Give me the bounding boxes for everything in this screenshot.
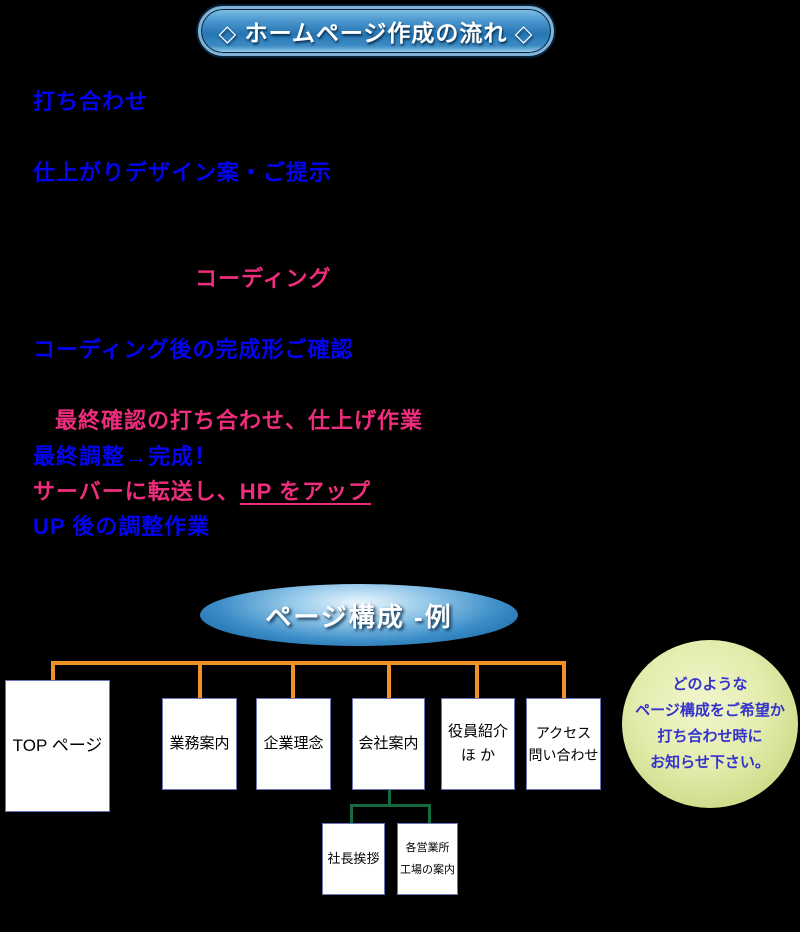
sitemap-box-label-line1: アクセス [535,725,592,741]
sitemap-box-label-line2: 問い合わせ [528,747,599,763]
connector-green-horizontal [350,804,431,807]
flow-step-final-adjust: 最終調整→完成！ [33,444,218,469]
hp-upload-link[interactable]: HP をアップ [239,479,372,504]
sitemap-box-label: 業務案内 [169,735,230,752]
note-line: 打ち合わせ時に [657,728,763,745]
connector-green-drop-right [428,804,431,823]
section-banner-label: ページ構成 -例 [265,601,453,632]
note-line: ページ構成をご希望か [635,702,785,719]
sitemap-box-label: TOP ページ [12,736,103,755]
flow-step-final-meeting: 最終確認の打ち合わせ、仕上げ作業 [55,408,424,433]
connector-orange-drop-top [51,661,55,680]
sitemap-box-label-line2: ほ か [460,747,496,764]
sitemap-box-philosophy: 企業理念 [256,698,331,790]
flow-step-coding: コーディング [195,266,332,291]
connector-orange-drop-1 [198,661,202,698]
connector-orange-drop-3 [387,661,391,698]
section-banner-page-structure: ページ構成 -例 [200,584,518,646]
sitemap-box-company: 会社案内 [352,698,425,790]
sitemap-box-officers: 役員紹介 ほ か [441,698,515,790]
connector-orange-drop-5 [562,661,566,698]
connector-green-stem [388,790,391,806]
sitemap-box-top-page: TOP ページ [5,680,110,812]
connector-orange-drop-4 [475,661,479,698]
sitemap-box-services: 業務案内 [162,698,237,790]
sitemap-box-label: 企業理念 [263,735,324,752]
page-title-banner: ◇ ホームページ作成の流れ ◇ [198,6,554,56]
flow-step-after-up: UP 後の調整作業 [33,514,211,539]
sitemap-box-label-line1: 各営業所 [405,842,450,854]
flow-step-meeting: 打ち合わせ [33,89,149,114]
sitemap-box-label: 会社案内 [358,735,419,752]
sitemap-box-label-line2: 工場の案内 [400,864,455,876]
upload-text: サーバーに転送し、 [33,479,240,504]
sitemap-box-access-contact: アクセス 問い合わせ [526,698,601,790]
sitemap-box-label: 社長挨拶 [327,851,380,866]
note-line: どのような [672,676,748,693]
note-line: お知らせ下さい。 [650,754,770,771]
connector-orange-drop-2 [291,661,295,698]
sitemap-box-label-line1: 役員紹介 [447,723,508,740]
sitemap-box-president-greeting: 社長挨拶 [322,823,385,895]
note-bubble: どのような ページ構成をご希望か 打ち合わせ時に お知らせ下さい。 [622,640,798,808]
sitemap-box-offices-factories: 各営業所 工場の案内 [397,823,458,895]
flow-step-design-proposal: 仕上がりデザイン案・ご提示 [33,160,333,185]
flow-step-coding-check: コーディング後の完成形ご確認 [33,337,354,362]
connector-green-drop-left [350,804,353,823]
flow-step-upload: サーバーに転送し、HP をアップ [33,474,371,506]
page-title: ◇ ホームページ作成の流れ ◇ [218,20,534,46]
connector-orange-horizontal [51,661,566,665]
